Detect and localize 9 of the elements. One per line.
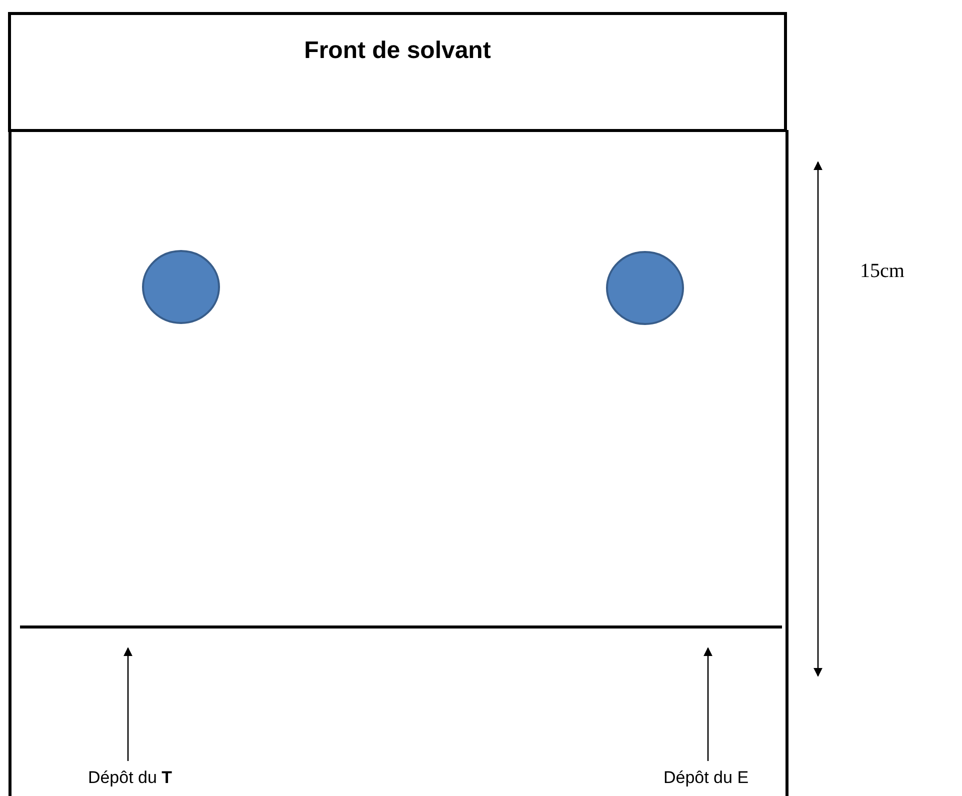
spot [606, 251, 684, 325]
band-title: Front de solvant [304, 37, 491, 65]
leader-arrow [123, 647, 133, 761]
leader-arrow [703, 647, 713, 761]
deposit-label: Dépôt du T [88, 768, 172, 788]
dimension-label: 15cm [860, 260, 904, 283]
spot [142, 250, 220, 324]
solvent-front-band [8, 12, 787, 132]
deposit-label: Dépôt du E [663, 768, 749, 788]
